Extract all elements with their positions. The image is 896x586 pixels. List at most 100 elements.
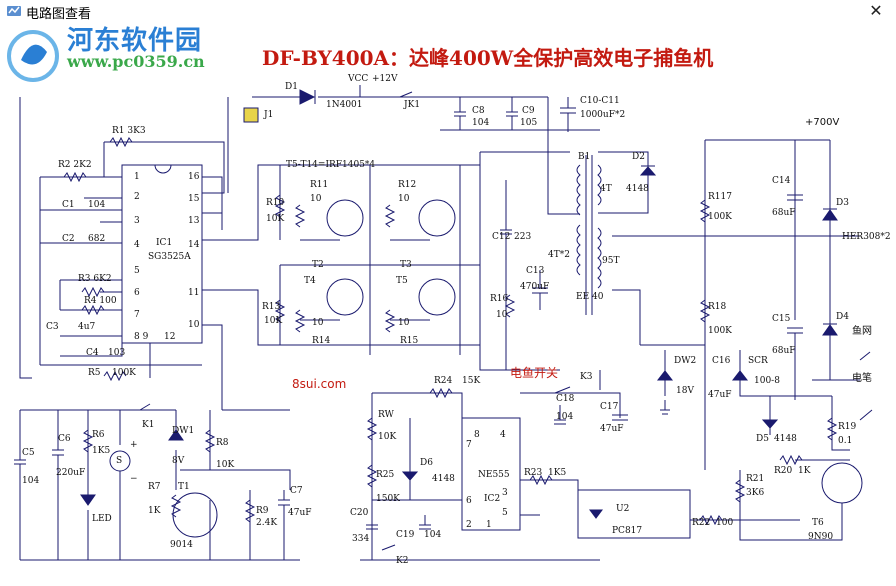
component-label-r15: R15 <box>400 336 419 346</box>
component-label-r21v: 3K6 <box>746 488 765 498</box>
schematic-wiring <box>14 85 873 561</box>
component-label-r14: R14 <box>312 336 331 346</box>
component-label-r24: R24 <box>434 376 453 386</box>
component-label-c9: C9 <box>522 106 535 116</box>
component-label-d5: D5 <box>756 434 769 444</box>
component-label-c5: C5 <box>22 448 35 458</box>
component-label-r5: R5 <box>88 368 101 378</box>
component-label-c16v: 47uF <box>708 390 732 400</box>
component-label-c8v: 104 <box>472 118 490 128</box>
component-label-c9v: 105 <box>520 118 538 128</box>
component-label-c16: C16 <box>712 356 731 366</box>
component-label-ic1: IC1 <box>156 238 173 248</box>
component-label-t2: T2 <box>312 260 324 270</box>
component-label-p6: 6 <box>134 288 140 298</box>
component-label-rw: RW <box>378 410 394 420</box>
component-label-r14v: 10 <box>312 318 324 328</box>
component-label-c5v: 104 <box>22 476 40 486</box>
component-label-w4t2: 4T*2 <box>548 250 570 260</box>
component-label-r16v: 10 <box>496 310 508 320</box>
component-label-r117: R117 <box>708 192 732 202</box>
component-label-q5: 5 <box>502 508 508 518</box>
component-label-q3: 3 <box>502 488 508 498</box>
component-label-c20: C20 <box>350 508 369 518</box>
component-label-r21: R21 <box>746 474 765 484</box>
component-label-d2: D2 <box>632 152 645 162</box>
component-label-c3: C3 <box>46 322 59 332</box>
component-label-ne555: NE555 <box>478 470 510 480</box>
fish-net-label: 鱼网 <box>852 326 872 337</box>
component-label-w95t: 95T <box>602 256 620 266</box>
component-label-q1: 1 <box>486 520 492 530</box>
component-label-r20: R20 <box>774 466 793 476</box>
component-label-r23v: 1K5 <box>548 468 567 478</box>
component-label-p11: 11 <box>188 288 200 298</box>
component-label-c18: C18 <box>556 394 575 404</box>
component-label-r4: R4 100 <box>84 296 117 306</box>
component-label-j1: J1 <box>264 110 274 120</box>
component-label-d1: D1 <box>285 82 298 92</box>
component-label-w4t: 4T <box>600 184 612 194</box>
component-label-dw1v: 8V <box>172 456 185 466</box>
component-label-scr: SCR <box>748 356 768 366</box>
component-label-r19: R19 <box>838 422 857 432</box>
component-label-r18: R18 <box>708 302 727 312</box>
watermark: 河东软件园 www.pc0359.cn <box>3 26 223 92</box>
component-label-c1: C1 <box>62 200 75 210</box>
component-label-r3: R3 6K2 <box>78 274 112 284</box>
component-label-c7: C7 <box>290 486 303 496</box>
component-label-t6v: 9N90 <box>808 532 834 542</box>
component-label-her: HER308*2 <box>842 232 891 242</box>
component-label-r10v: 10K <box>266 214 285 224</box>
component-label-p7: 7 <box>134 310 140 320</box>
component-label-r11v: 10 <box>310 194 322 204</box>
component-label-c14v: 68uF <box>772 208 796 218</box>
component-label-rwv: 10K <box>378 432 397 442</box>
component-label-c2v: 682 <box>88 234 106 244</box>
component-label-c10v: 1000uF*2 <box>580 110 626 120</box>
component-label-r13v: 10K <box>264 316 283 326</box>
component-label-p3: 3 <box>134 216 140 226</box>
component-label-p8: 8 9 <box>134 332 149 342</box>
component-label-r13: R13 <box>262 302 281 312</box>
component-label-p15: 15 <box>188 194 200 204</box>
component-label-r25: R25 <box>376 470 395 480</box>
app-icon <box>7 6 21 16</box>
component-label-b1: B1 <box>578 152 591 162</box>
component-label-p4: 4 <box>134 240 140 250</box>
component-label-k1: K1 <box>142 420 155 430</box>
component-label-k2: K2 <box>396 556 409 566</box>
hv-label: +700V <box>805 117 840 128</box>
component-label-t6: T6 <box>812 518 824 528</box>
component-label-p16: 16 <box>188 172 200 182</box>
component-label-c6: C6 <box>58 434 71 444</box>
close-button[interactable]: ✕ <box>856 0 896 22</box>
component-label-d3: D3 <box>836 198 849 208</box>
component-label-d5v: 4148 <box>774 434 797 444</box>
component-label-r25v: 150K <box>376 494 400 504</box>
component-label-c15v: 68uF <box>772 346 796 356</box>
component-label-q4: 4 <box>500 430 506 440</box>
vcc-voltage: +12V <box>372 74 398 84</box>
component-label-minus: − <box>130 474 138 484</box>
component-label-tt: T5-T14=IRF1405*4 <box>286 160 376 170</box>
component-label-c18v: 104 <box>556 412 574 422</box>
component-label-jk1: JK1 <box>404 100 421 110</box>
component-label-c2: C2 <box>62 234 75 244</box>
window-title: 电路图查看 <box>26 7 92 22</box>
component-label-r22: R22 <box>692 518 711 528</box>
component-label-dw2v: 18V <box>676 386 694 396</box>
component-label-r20v: 1K <box>798 466 811 476</box>
component-label-p10: 10 <box>188 320 200 330</box>
component-label-dw2: DW2 <box>674 356 697 366</box>
close-icon[interactable]: ✕ <box>869 3 883 20</box>
component-label-p5: 5 <box>134 266 140 276</box>
component-label-c19v: 104 <box>424 530 442 540</box>
component-label-t3: T3 <box>400 260 412 270</box>
watermark-url: www.pc0359.cn <box>67 52 205 71</box>
component-label-r15v: 10 <box>398 318 410 328</box>
component-label-r7: R7 <box>148 482 161 492</box>
component-label-r12: R12 <box>398 180 417 190</box>
component-label-r11: R11 <box>310 180 329 190</box>
component-label-ic1v: SG3525A <box>148 252 191 262</box>
